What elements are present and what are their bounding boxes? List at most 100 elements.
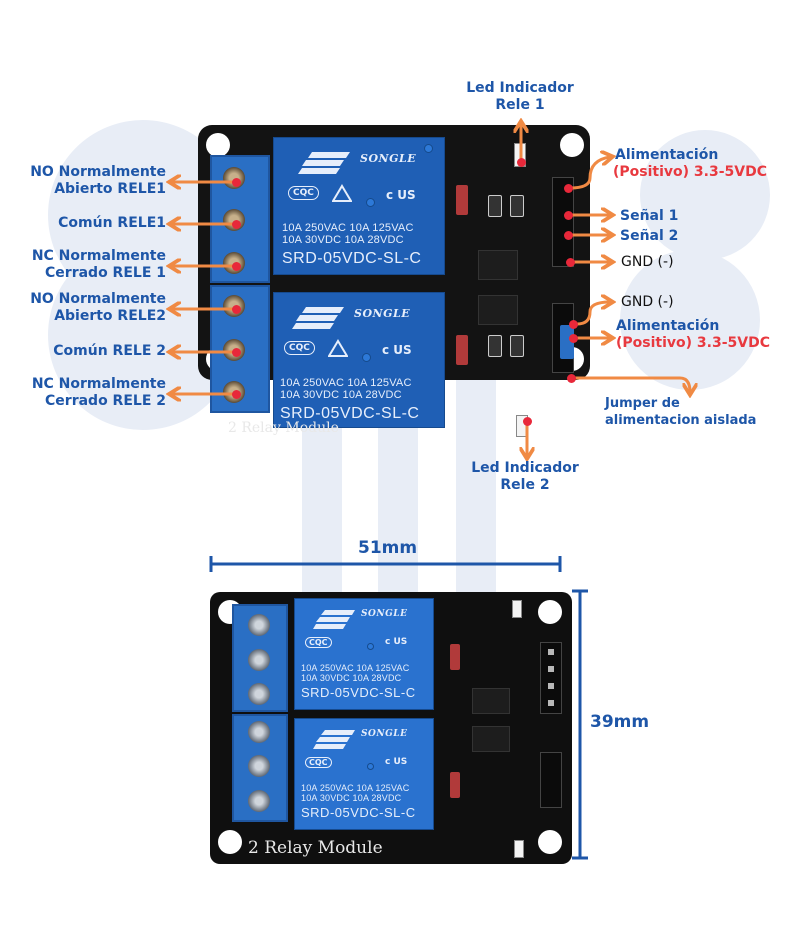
optocoupler-2 (478, 295, 518, 325)
label-line: Común RELE 2 (53, 343, 166, 359)
led-in2 (512, 600, 522, 618)
label-line: Led Indicador (471, 460, 579, 476)
pin-marker-gnd (566, 258, 575, 267)
smd-resistor (510, 195, 524, 217)
label-line: Rele 1 (495, 97, 545, 113)
ul-cert: c US (382, 343, 412, 357)
label-line: NC Normalmente (31, 248, 166, 264)
jumper-cap (560, 325, 574, 359)
screw-terminal (248, 614, 270, 636)
relay-dot (362, 353, 371, 362)
label-no-rele1: NO Normalmente Abierto RELE1 (30, 164, 166, 198)
label-line: Cerrado RELE 2 (45, 393, 166, 409)
cqc-cert: CQC (305, 757, 332, 768)
ratings-line-1: 10A 250VAC 10A 125VAC (280, 377, 412, 389)
screw-terminal (248, 755, 270, 777)
relay-dot (367, 643, 374, 650)
label-line: Abierto RELE1 (54, 181, 166, 197)
ul-cert: c US (385, 637, 408, 647)
screw-terminal (248, 683, 270, 705)
screw-terminal (248, 790, 270, 812)
screw-terminal (248, 721, 270, 743)
label-vcc-top: Alimentación (Positivo) 3.3-5VDC (613, 147, 767, 181)
label-vcc-bottom: Alimentación (Positivo) 3.3-5VDC (616, 318, 770, 352)
smd-diode (456, 185, 468, 215)
label-gnd-top: GND (-) (621, 254, 674, 270)
cqc-cert: CQC (284, 341, 315, 355)
pin-marker-led-rele2 (523, 417, 532, 426)
label-signal-1: Señal 1 (620, 208, 679, 224)
ratings-line-2: 10A 30VDC 10A 28VDC (282, 234, 404, 246)
relay-dot (367, 763, 374, 770)
relay-k2: SONGLE CQC c US 10A 250VAC 10A 125VAC 10… (294, 598, 434, 710)
ratings-line-2: 10A 30VDC 10A 28VDC (280, 389, 402, 401)
relay-ratings: 10A 250VAC 10A 125VAC 10A 30VDC 10A 28VD… (301, 663, 409, 683)
label-comun-rele1: Común RELE1 (58, 215, 166, 232)
relay-model: SRD-05VDC-SL-C (282, 250, 422, 267)
relay-brand: SONGLE (361, 609, 408, 619)
relay-ratings: 10A 250VAC 10A 125VAC 10A 30VDC 10A 28VD… (280, 377, 412, 401)
pin-marker-no-rele2 (232, 305, 241, 314)
pin-marker-comun-rele2 (232, 348, 241, 357)
label-line: NO Normalmente (30, 164, 166, 180)
module-label: 2 Relay Module (248, 838, 383, 858)
cqc-cert: CQC (305, 637, 332, 648)
songle-logo-icon (313, 730, 355, 749)
led-in1 (514, 840, 524, 858)
ratings-line-1: 10A 250VAC 10A 125VAC (301, 663, 410, 673)
smd-resistor (488, 335, 502, 357)
label-line: Cerrado RELE 1 (45, 265, 166, 281)
dimension-width-label: 51mm (358, 538, 418, 558)
relay-ratings: 10A 250VAC 10A 125VAC 10A 30VDC 10A 28VD… (282, 222, 414, 246)
header-pin (548, 683, 554, 689)
mount-hole (218, 830, 242, 854)
header-pin (548, 700, 554, 706)
label-led-rele1: Led Indicador Rele 1 (450, 80, 590, 114)
mount-hole (560, 133, 584, 157)
relay-dot (424, 144, 433, 153)
songle-logo-icon (313, 610, 355, 629)
label-line: Jumper de (605, 396, 680, 411)
label-line: Abierto RELE2 (54, 308, 166, 324)
relay-brand: SONGLE (360, 152, 417, 165)
ratings-line-2: 10A 30VDC 10A 28VDC (301, 793, 402, 803)
header-pin (548, 666, 554, 672)
mount-hole (206, 133, 230, 157)
optocoupler-1 (478, 250, 518, 280)
smd-resistor (488, 195, 502, 217)
header-j2 (552, 177, 574, 267)
label-line-red: (Positivo) 3.3-5VDC (613, 164, 767, 180)
header-pin (548, 649, 554, 655)
optocoupler-2 (472, 726, 510, 752)
relay-model: SRD-05VDC-SL-C (280, 405, 420, 422)
relay-model: SRD-05VDC-SL-C (301, 805, 416, 820)
smd-diode (456, 335, 468, 365)
label-no-rele2: NO Normalmente Abierto RELE2 (30, 291, 166, 325)
pin-marker-nc-rele1 (232, 262, 241, 271)
warning-triangle-icon (328, 339, 348, 357)
relay-brand: SONGLE (354, 307, 411, 320)
relay-k1: SONGLE CQC c US 10A 250VAC 10A 125VAC 10… (294, 718, 434, 830)
warning-triangle-icon (332, 184, 352, 202)
label-nc-rele1: NC Normalmente Cerrado RELE 1 (32, 248, 166, 282)
label-line: NC Normalmente (31, 376, 166, 392)
relay-board-top: SONGLE CQC c US 10A 250VAC 10A 125VAC 10… (198, 125, 590, 437)
label-gnd-bottom: GND (-) (621, 294, 674, 310)
label-jumper: Jumper de alimentacion aislada (605, 395, 756, 429)
watermark-circle-right-bottom (620, 250, 760, 390)
pin-marker-vcc (564, 184, 573, 193)
module-label: 2 Relay Module (228, 420, 339, 436)
label-line-red: (Positivo) 3.3-5VDC (616, 335, 770, 351)
label-line: alimentacion aislada (605, 413, 757, 428)
relay-brand: SONGLE (361, 729, 408, 739)
mount-hole (538, 600, 562, 624)
pin-marker-j1-vcc (569, 334, 578, 343)
label-line: Led Indicador (466, 80, 574, 96)
label-led-rele2: Led Indicador Rele 2 (455, 460, 595, 494)
ul-cert: c US (386, 188, 416, 202)
label-line: Alimentación (615, 147, 719, 163)
header-j2 (540, 642, 562, 714)
relay-2: SONGLE CQC c US 10A 250VAC 10A 125VAC 10… (273, 292, 445, 428)
label-line: Rele 2 (500, 477, 550, 493)
relay-dot (366, 198, 375, 207)
